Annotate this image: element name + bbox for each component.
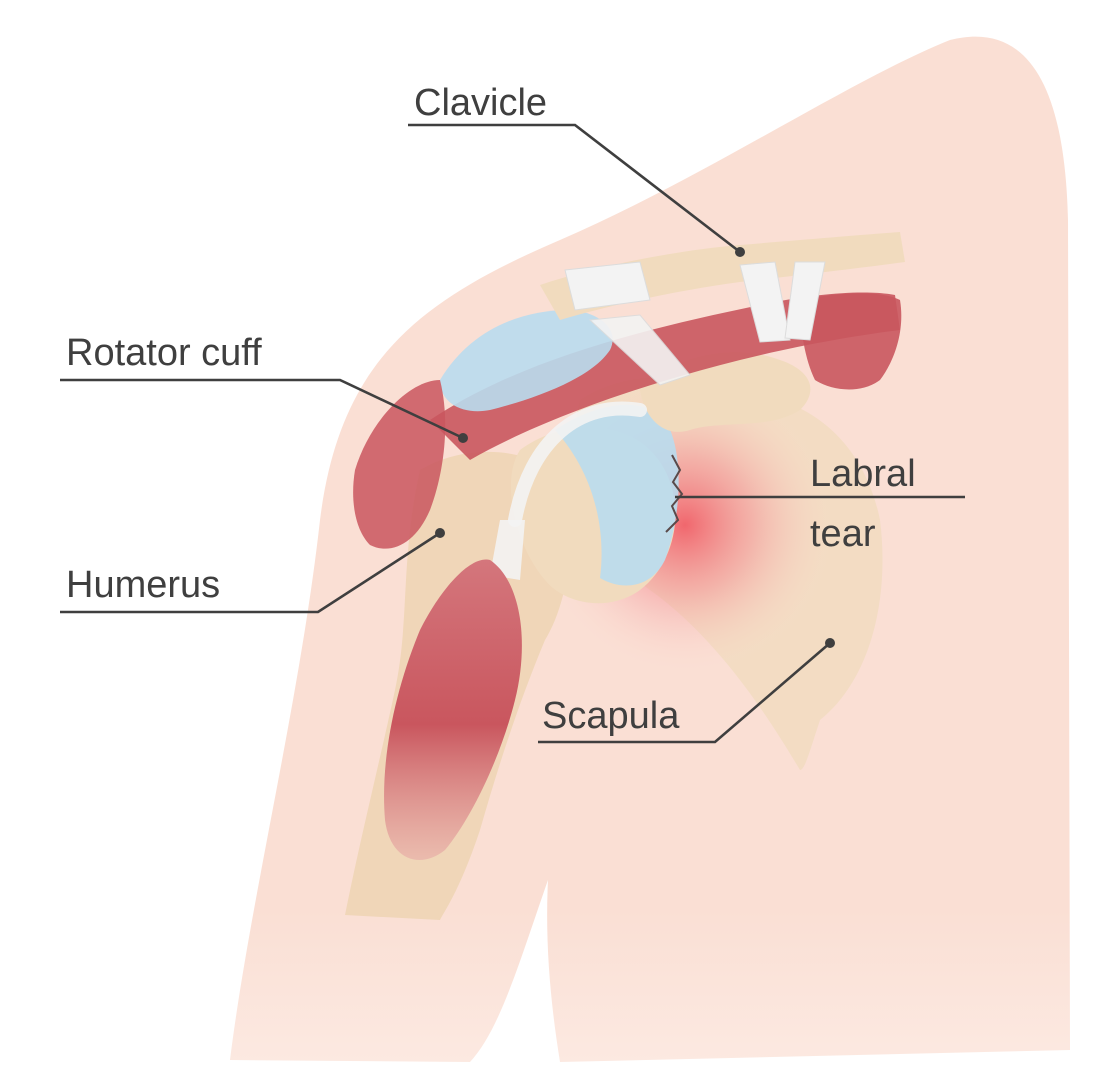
- biceps-tendon: [508, 401, 647, 527]
- biceps-tendon-end: [490, 520, 525, 580]
- biceps-muscle: [384, 559, 522, 860]
- humerus-dot: [435, 528, 445, 538]
- ligament-1: [564, 261, 651, 311]
- ligament-2: [739, 261, 791, 343]
- humerus-label: Humerus: [66, 564, 221, 606]
- rotator-cuff-tendon: [440, 310, 613, 412]
- clavicle-leader: [408, 123, 741, 254]
- leader-dots: [435, 247, 835, 648]
- clavicle-dot: [735, 247, 745, 257]
- rotator-cuff-dot: [458, 433, 468, 443]
- scapula-leader: [538, 642, 831, 744]
- labral-tear-label: Labral tear: [810, 444, 916, 564]
- rotator-cuff-label: Rotator cuff: [66, 332, 262, 374]
- humerus-leader: [60, 531, 441, 614]
- rotator-cuff-leader: [60, 378, 464, 440]
- labral-tear-label-line1: Labral: [810, 453, 916, 495]
- deltoid-muscle: [353, 380, 446, 549]
- ligament-3: [784, 261, 826, 341]
- glenoid-cartilage: [555, 404, 679, 586]
- scapula-dot: [825, 638, 835, 648]
- leader-lines: [60, 123, 965, 744]
- trapezius-muscle: [800, 293, 902, 390]
- ligament-4: [588, 314, 691, 386]
- clavicle-label: Clavicle: [414, 82, 548, 124]
- scapula-label: Scapula: [542, 695, 680, 737]
- labral-tear-mark: [665, 454, 684, 533]
- labral-tear-label-line2: tear: [810, 513, 876, 555]
